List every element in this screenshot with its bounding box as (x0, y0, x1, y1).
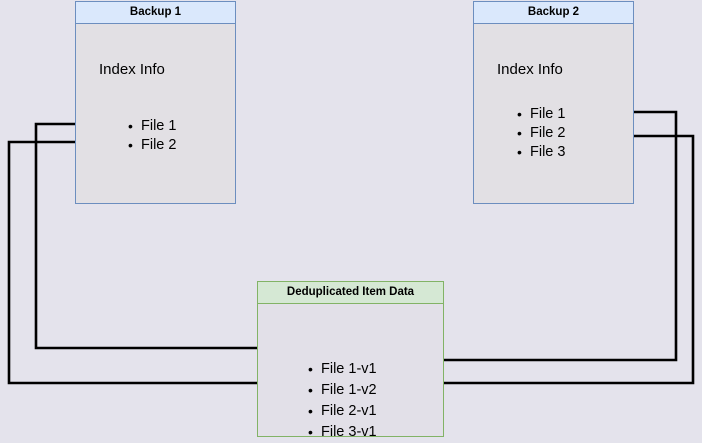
backup2-index-label: Index Info (497, 61, 563, 78)
backup2-node[interactable]: Backup 2 Index Info File 1 File 2 File 3 (473, 1, 634, 204)
backup1-body: Index Info File 1 File 2 (76, 24, 235, 204)
backup2-file-list: File 1 File 2 File 3 (517, 105, 565, 162)
backup2-body: Index Info File 1 File 2 File 3 (474, 24, 633, 204)
backup1-file-item[interactable]: File 1 (128, 117, 176, 136)
backup1-node[interactable]: Backup 1 Index Info File 1 File 2 (75, 1, 236, 204)
dedup-body: File 1-v1 File 1-v2 File 2-v1 File 3-v1 (258, 304, 443, 443)
backup2-file-item[interactable]: File 2 (517, 124, 565, 143)
backup1-file-list: File 1 File 2 (128, 117, 176, 155)
backup1-index-label: Index Info (99, 61, 165, 78)
backup1-title: Backup 1 (76, 2, 235, 24)
backup2-title: Backup 2 (474, 2, 633, 24)
dedup-item-list: File 1-v1 File 1-v2 File 2-v1 File 3-v1 (308, 359, 377, 443)
dedup-item[interactable]: File 1-v2 (308, 380, 377, 401)
dedup-item[interactable]: File 3-v1 (308, 422, 377, 443)
backup2-file-item[interactable]: File 3 (517, 143, 565, 162)
dedup-node[interactable]: Deduplicated Item Data File 1-v1 File 1-… (257, 281, 444, 443)
dedup-title: Deduplicated Item Data (258, 282, 443, 304)
backup2-file-item[interactable]: File 1 (517, 105, 565, 124)
backup1-file-item[interactable]: File 2 (128, 136, 176, 155)
dedup-item[interactable]: File 1-v1 (308, 359, 377, 380)
dedup-item[interactable]: File 2-v1 (308, 401, 377, 422)
